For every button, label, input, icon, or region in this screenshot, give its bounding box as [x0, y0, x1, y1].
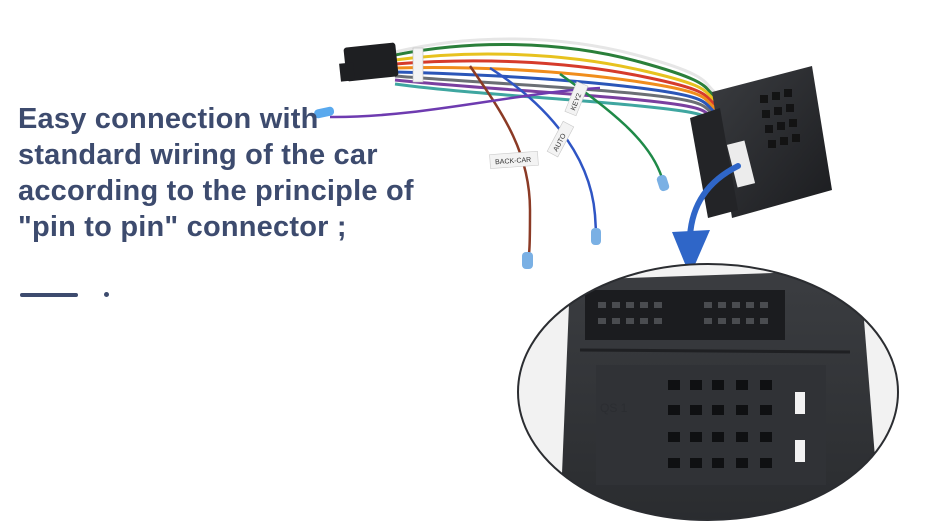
main-connector [690, 66, 832, 218]
headline-line-2: standard wiring of the car [18, 139, 378, 171]
arrow-down-icon [672, 163, 741, 276]
headline-line-1: Easy connection with [18, 103, 319, 135]
headline: Easy connection with standard wiring of … [18, 101, 418, 245]
headline-line-3: according to the principle of [18, 175, 414, 207]
zoom-marking: QS 1 [600, 401, 628, 415]
wire-label-back-car: BACK-CAR [495, 157, 532, 167]
connector-closeup: QS 1 [517, 263, 899, 521]
headline-line-4: "pin to pin" connector ; [18, 211, 347, 243]
decoration-bar [20, 293, 78, 297]
decoration-dot [104, 292, 109, 297]
line-dot-decoration [20, 290, 109, 298]
wiring-harness: BACK-CAR AUTO KEY2 [314, 37, 832, 269]
